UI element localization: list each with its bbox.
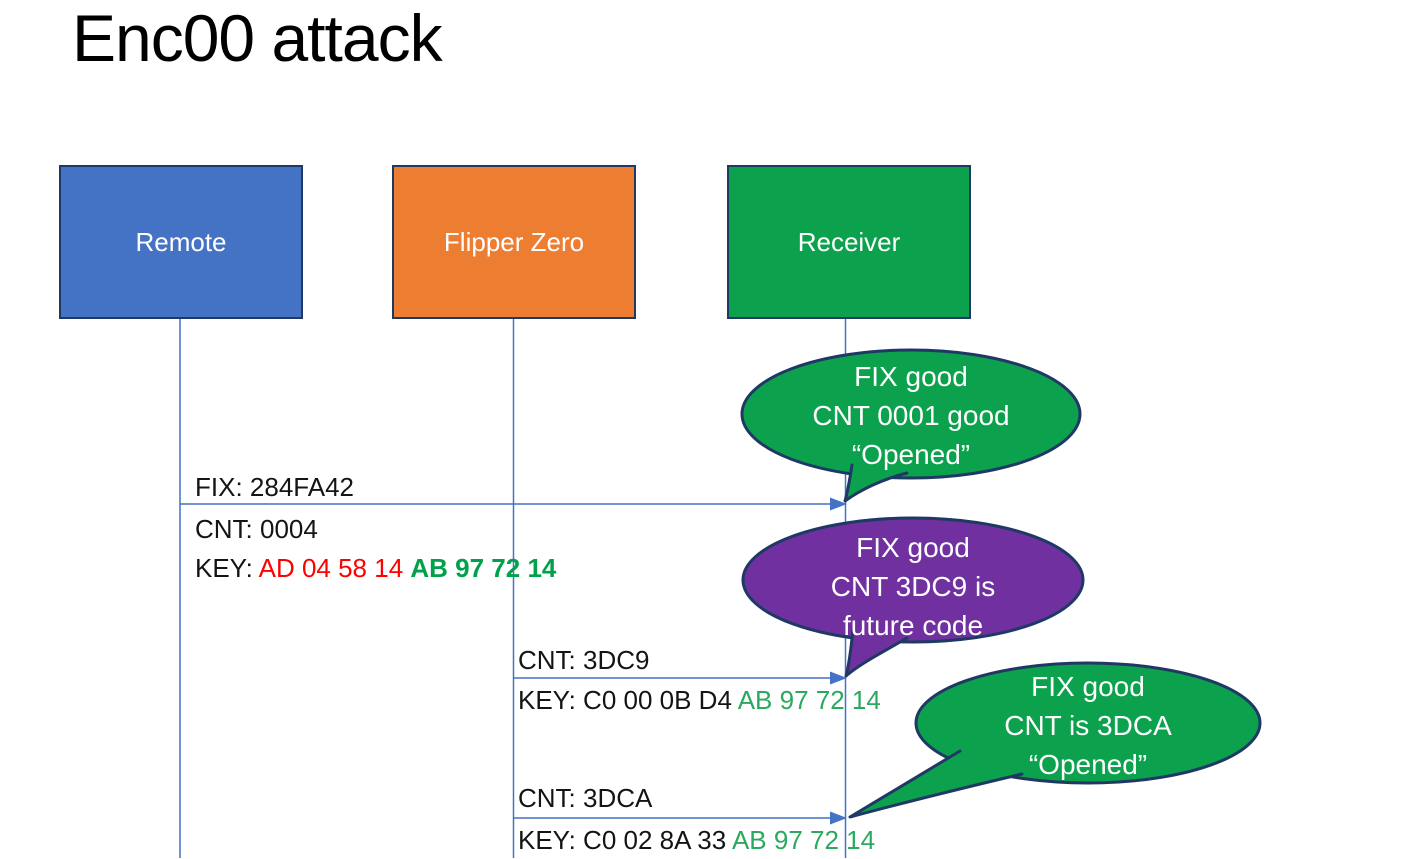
page-title: Enc00 attack [72,1,443,75]
actor-box-receiver: Receiver [727,165,971,319]
message1-key-prefix: KEY: [195,553,259,583]
message2-cnt-label: CNT: 3DC9 [518,645,649,675]
message1-cnt-value: CNT: 0004 [195,514,318,544]
callout3-text: FIX good CNT is 3DCA “Opened” [916,667,1260,784]
message1-fix-label: FIX: 284FA42 [195,472,354,502]
callout2-text: FIX good CNT 3DC9 is future code [741,528,1085,645]
message2-arrowhead-icon [830,671,847,685]
message3-key-label: KEY: C0 02 8A 33 AB 97 72 14 [518,825,875,855]
callout3-bubble [914,661,1262,785]
callout1-tail [843,463,909,503]
message2-key-label: KEY: C0 00 0B D4 AB 97 72 14 [518,685,881,715]
callout1-line2: CNT 0001 good [812,400,1010,431]
callout3-line1: FIX good [1031,671,1145,702]
callout1-line3: “Opened” [851,439,971,470]
message3-cnt-value: CNT: 3DCA [518,783,653,813]
actor-flipper-zero-label: Flipper Zero [443,226,585,257]
message3-cnt-label: CNT: 3DCA [518,783,652,813]
callout3-line2: CNT is 3DCA [1004,710,1172,741]
message2-key-green-bytes: AB 97 72 14 [737,685,881,715]
message1-arrowhead-icon [830,497,847,511]
message1-key-green-bytes: AB 97 72 14 [410,553,557,583]
callout1-bubble [740,348,1082,480]
message3-arrowhead-icon [830,811,847,825]
message2-cnt-value: CNT: 3DC9 [518,645,650,675]
actor-box-remote: Remote [59,165,303,319]
message2-key-prefix: KEY: C0 00 0B D4 [518,685,738,715]
callout2-line3: future code [842,610,984,641]
actor-receiver-label: Receiver [797,226,901,257]
callout2-bubble [741,516,1085,644]
callout1-line1: FIX good [854,361,968,392]
actor-remote-label: Remote [135,226,227,257]
message3-key-prefix: KEY: C0 02 8A 33 [518,825,732,855]
message1-cnt-label: CNT: 0004 [195,514,318,544]
callout3-tail [848,749,1024,819]
callout1-text: FIX good CNT 0001 good “Opened” [739,357,1083,474]
callout2-line2: CNT 3DC9 is [830,571,996,602]
message3-key-green-bytes: AB 97 72 14 [731,825,876,855]
callout2-tail [844,628,909,678]
message1-fix-value: FIX: 284FA42 [195,472,354,502]
message1-key-red-bytes: AD 04 58 14 [258,553,411,583]
callout3-line3: “Opened” [1028,749,1148,780]
actor-box-flipper-zero: Flipper Zero [392,165,636,319]
callout2-line1: FIX good [856,532,970,563]
message1-key-label: KEY: AD 04 58 14 AB 97 72 14 [195,553,556,583]
